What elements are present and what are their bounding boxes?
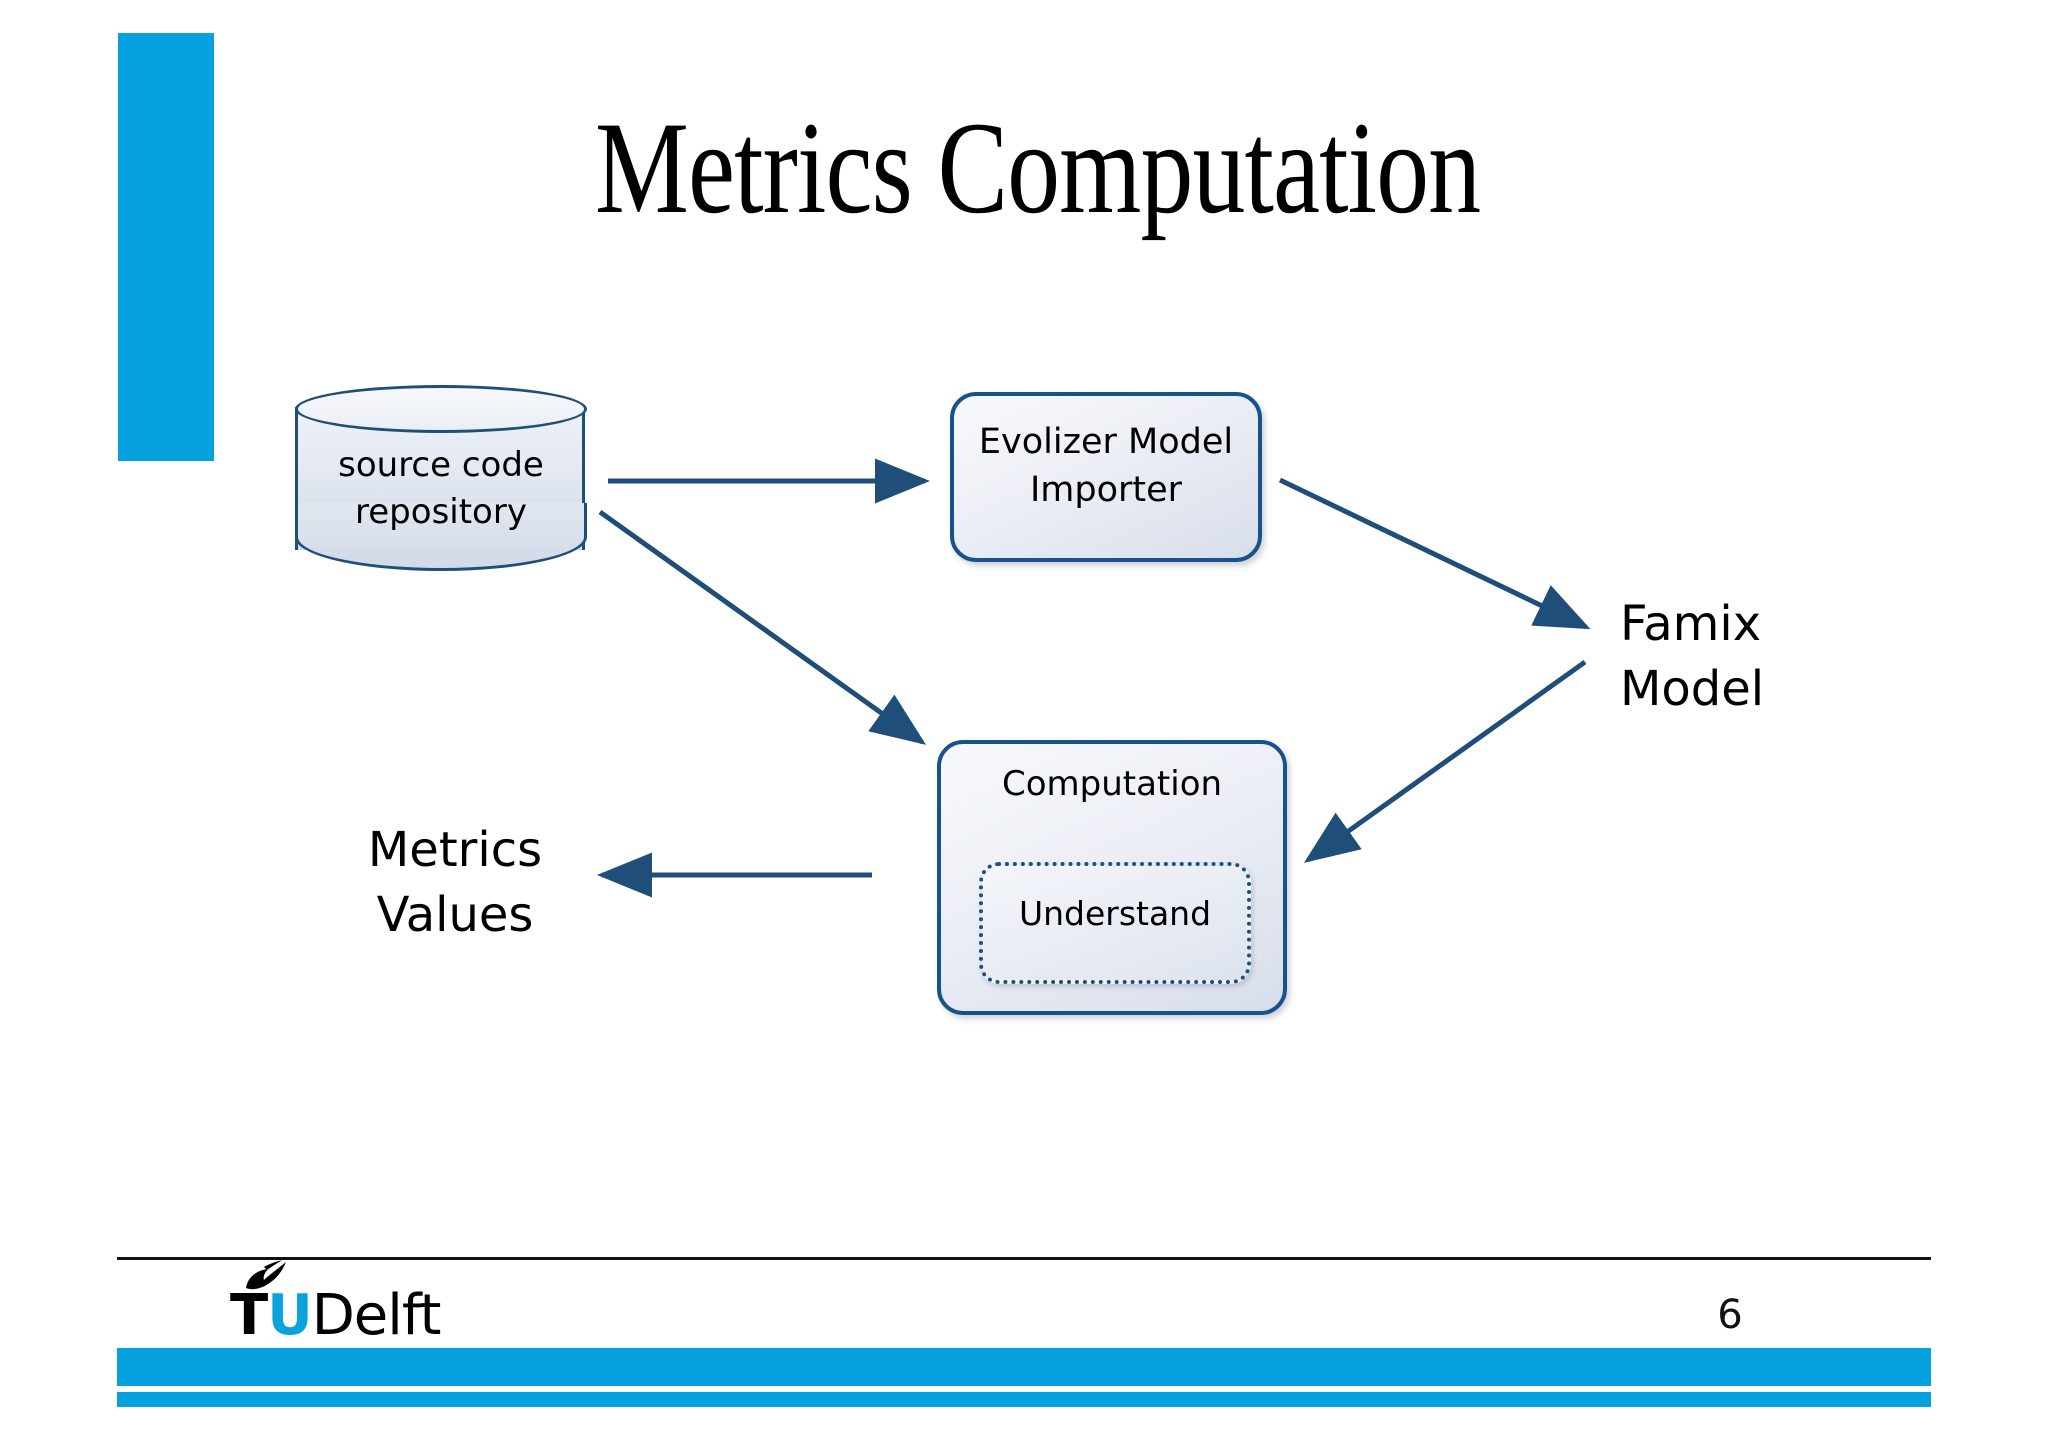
evolizer-label: Evolizer Model Importer [954,418,1258,514]
cylinder-top [295,385,587,433]
label-famix-model: Famix Model [1620,592,1950,722]
node-computation[interactable]: Computation Understand [937,740,1287,1015]
node-source-code-repository[interactable]: source code repository [295,385,587,573]
metrics-label-line2: Values [376,887,534,943]
repository-label-line1: source code [338,445,544,485]
cylinder-bottom [295,503,587,571]
footer-divider [117,1257,1931,1260]
computation-label: Computation [1001,764,1223,804]
page-title: Metrics Computation [595,94,1481,241]
logo-letter-u: U [267,1283,312,1348]
edge-repository-to-computation [598,509,927,745]
evolizer-label-line1: Evolizer Model [978,422,1234,462]
logo-word-delft: Delft [311,1283,442,1348]
edge-evolizer-to-famix [1278,477,1591,630]
tu-delft-logo: TUDelft [230,1260,490,1350]
repository-label: source code repository [295,442,587,536]
understand-label: Understand [1018,894,1212,933]
tu-delft-wordmark: TUDelft [230,1288,442,1344]
famix-label-line1: Famix [1620,596,1762,652]
footer-bar-thin [117,1392,1931,1407]
node-understand[interactable]: Understand [979,862,1251,984]
evolizer-label-line2: Importer [1029,470,1183,510]
metrics-label-line1: Metrics [367,822,543,878]
logo-letter-t: T [230,1283,268,1348]
edge-famix-to-computation [1303,659,1587,863]
label-metrics-values: Metrics Values [310,818,600,948]
famix-label-line2: Model [1620,661,1765,717]
repository-label-line2: repository [355,492,527,532]
accent-block [118,33,214,461]
node-evolizer-model-importer[interactable]: Evolizer Model Importer [950,392,1262,562]
footer-bar-thick [117,1348,1931,1386]
page-number: 6 [1717,1292,1743,1338]
flame-icon [246,1260,286,1290]
